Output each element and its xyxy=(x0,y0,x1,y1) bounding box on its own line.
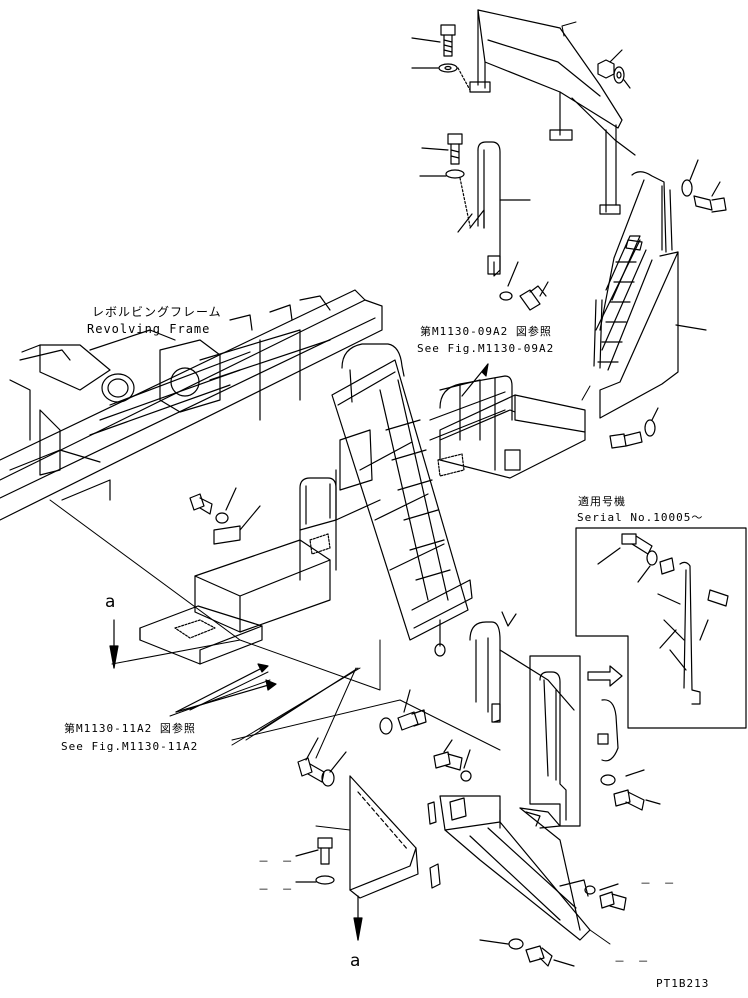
ref-top-label-jp: 第M1130-09A2 図参照 xyxy=(420,325,552,338)
bolt-right-upper xyxy=(681,159,727,213)
bolt-top-left xyxy=(438,24,458,73)
bolt-right-lower xyxy=(609,407,659,449)
side-handrail xyxy=(457,141,531,277)
revolving-frame xyxy=(0,289,383,521)
bottom-stair xyxy=(349,775,591,941)
bolt-bottom-group xyxy=(295,689,627,967)
part-no-placeholder-4: － － xyxy=(614,955,652,968)
serial-label-jp: 適用号機 xyxy=(578,495,626,508)
part-no-placeholder-1: － － xyxy=(258,855,296,868)
ref-top-label-en: See Fig.M1130-09A2 xyxy=(417,342,555,355)
serial-detail-box xyxy=(575,527,747,729)
lower-handrail-assembly xyxy=(469,611,619,827)
right-staircase xyxy=(593,171,707,419)
bolt-box xyxy=(189,487,261,545)
part-no-placeholder-2: － － xyxy=(258,883,296,896)
revolving-frame-label-jp: レボルビングフレーム xyxy=(92,305,222,319)
ref-bottom-label-en: See Fig.M1130-11A2 xyxy=(61,740,199,753)
view-a-label-bottom: a xyxy=(350,951,361,971)
ref-bottom-label-jp: 第M1130-11A2 図参照 xyxy=(64,722,196,735)
walkway xyxy=(429,375,586,479)
part-no-placeholder-3: － － xyxy=(640,877,678,890)
arrow-to-serial xyxy=(587,665,623,687)
center-ladder xyxy=(331,343,473,657)
view-a-label-top: a xyxy=(105,592,116,612)
figure-id: PT1B213 xyxy=(656,977,710,990)
bolt-mid-left xyxy=(419,133,471,227)
revolving-frame-label-en: Revolving Frame xyxy=(87,322,211,336)
bolt-center-small xyxy=(499,261,549,311)
top-handrail-assembly xyxy=(469,9,636,215)
bolt-lower-right xyxy=(600,769,661,811)
step-box xyxy=(139,469,381,665)
leader-lines xyxy=(49,21,611,945)
nut-top-right xyxy=(597,49,631,89)
serial-label-en: Serial No.10005～ xyxy=(577,511,704,524)
